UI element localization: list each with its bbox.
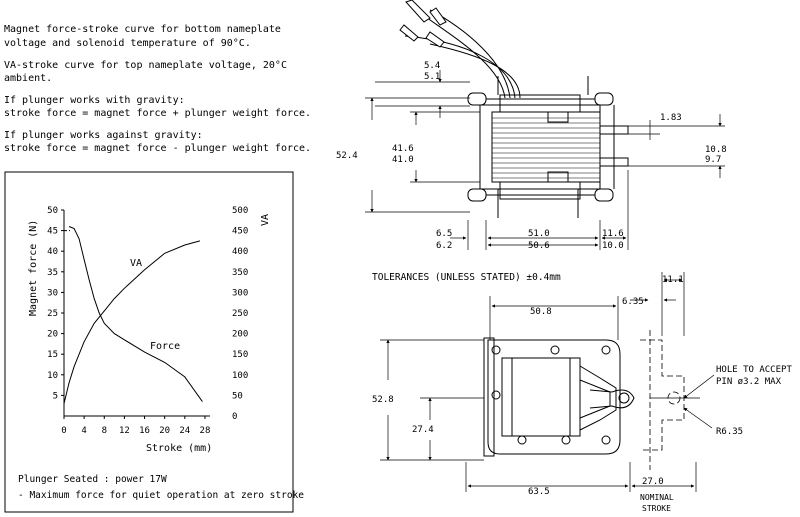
footer-line-2: - Maximum force for quiet operation at z… <box>18 490 304 501</box>
dim-label: 10.8 <box>705 145 727 155</box>
chart-ticks: 5101520253035404550050100150200250300350… <box>47 206 248 436</box>
x-tick-label: 20 <box>159 426 170 436</box>
dim-label: 51.0 <box>528 229 550 239</box>
series-line-va <box>63 240 201 404</box>
x-axis-label: Stroke (mm) <box>146 443 212 454</box>
y-right-tick-label: 150 <box>232 350 248 360</box>
note-line: ambient. <box>4 73 53 84</box>
x-tick-label: 4 <box>81 426 86 436</box>
y-left-tick-label: 35 <box>47 268 58 278</box>
y-right-tick-label: 250 <box>232 309 248 319</box>
dim-label: 50.6 <box>528 241 550 251</box>
chart-lines <box>63 226 203 404</box>
dim-label: 6.35 <box>622 297 644 307</box>
dim-label: 41.0 <box>392 155 414 165</box>
y-right-tick-label: 400 <box>232 247 248 257</box>
va-curve-label: VA <box>130 258 142 269</box>
y-right-tick-label: 200 <box>232 330 248 340</box>
dim-label: 27.0 <box>642 477 664 487</box>
dim-label: 52.8 <box>372 395 394 405</box>
note-line: If plunger works against gravity: <box>4 130 203 141</box>
dim-label: 6.2 <box>436 241 452 251</box>
tolerances-note: TOLERANCES (UNLESS STATED) ±0.4mm <box>372 272 561 283</box>
chart-axes <box>63 210 210 417</box>
note-line: stroke force = magnet force + plunger we… <box>4 108 312 119</box>
top-view-dimensions: 5.4 5.1 1.83 52.4 41.6 41.0 10.8 9.7 6.5… <box>336 61 727 251</box>
dim-label: 5.4 <box>424 61 440 71</box>
y-right-tick-label: 50 <box>232 391 243 401</box>
x-tick-label: 12 <box>119 426 130 436</box>
y-axis-label-right: VA <box>260 214 271 226</box>
force-curve-label: Force <box>150 341 180 352</box>
stroke-label: STROKE <box>642 504 671 513</box>
x-tick-label: 28 <box>200 426 211 436</box>
dim-label: 11.6 <box>602 229 624 239</box>
dim-label: 11.1 <box>662 275 684 285</box>
x-tick-label: 24 <box>179 426 190 436</box>
dim-label: 63.5 <box>528 487 550 497</box>
chart-frame <box>4 171 294 513</box>
y-left-tick-label: 45 <box>47 227 58 237</box>
y-axis-label-left: Magnet force (N) <box>28 220 39 316</box>
x-tick-label: 8 <box>102 426 107 436</box>
y-left-tick-label: 25 <box>47 309 58 319</box>
note-line: VA-stroke curve for top nameplate voltag… <box>4 60 287 71</box>
y-left-tick-label: 10 <box>47 371 58 381</box>
y-left-tick-label: 40 <box>47 247 58 257</box>
solenoid-top-view <box>365 0 725 250</box>
hole-note-line-2: PIN ø3.2 MAX <box>716 377 782 387</box>
dim-label: 5.1 <box>424 72 440 82</box>
dim-label: 1.83 <box>660 113 682 123</box>
dim-label: 9.7 <box>705 155 721 165</box>
x-tick-label: 16 <box>139 426 150 436</box>
dim-label: 52.4 <box>336 151 358 161</box>
y-left-tick-label: 5 <box>53 391 58 401</box>
y-left-tick-label: 30 <box>47 288 58 298</box>
nominal-label: NOMINAL <box>640 493 674 502</box>
y-right-tick-label: 450 <box>232 227 248 237</box>
note-line: Magnet force-stroke curve for bottom nam… <box>4 24 281 35</box>
bottom-view-dimensions: 11.1 6.35 50.8 52.8 27.4 63.5 27.0 R6.35… <box>372 275 792 513</box>
y-left-tick-label: 15 <box>47 350 58 360</box>
dim-label: R6.35 <box>716 427 743 437</box>
solenoid-bottom-view <box>380 272 715 492</box>
note-line: If plunger works with gravity: <box>4 95 185 106</box>
y-right-tick-label: 0 <box>232 412 237 422</box>
series-line-force <box>68 226 203 402</box>
note-line: stroke force = magnet force - plunger we… <box>4 143 312 154</box>
footer-line-1: Plunger Seated : power 17W <box>18 474 167 485</box>
y-right-tick-label: 300 <box>232 288 248 298</box>
dim-label: 10.0 <box>602 241 624 251</box>
dim-label: 27.4 <box>412 425 434 435</box>
dim-label: 6.5 <box>436 229 452 239</box>
y-left-tick-label: 50 <box>47 206 58 216</box>
y-right-tick-label: 350 <box>232 268 248 278</box>
y-right-tick-label: 500 <box>232 206 248 216</box>
dim-label: 50.8 <box>530 307 552 317</box>
x-tick-label: 0 <box>61 426 66 436</box>
y-right-tick-label: 100 <box>232 371 248 381</box>
y-left-tick-label: 20 <box>47 330 58 340</box>
hole-note-line-1: HOLE TO ACCEPT <box>716 365 792 375</box>
note-line: voltage and solenoid temperature of 90°C… <box>4 38 251 49</box>
dim-label: 41.6 <box>392 144 414 154</box>
force-va-chart: 5101520253035404550050100150200250300350… <box>47 206 248 436</box>
